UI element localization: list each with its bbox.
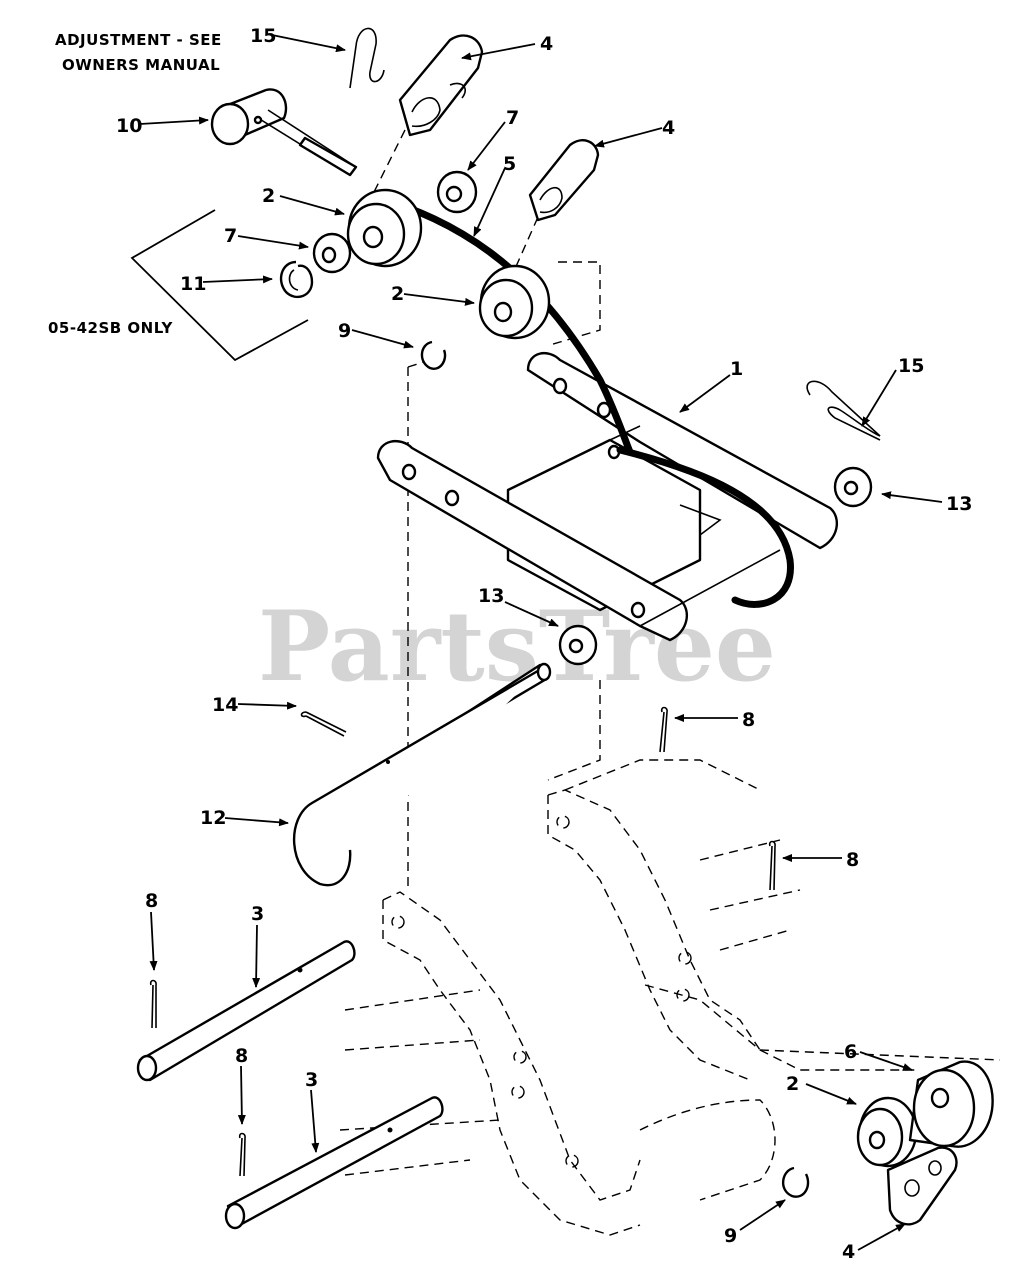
adjustment-knob [210, 88, 358, 177]
retaining-ring-11 [279, 260, 314, 299]
spacer-6 [908, 1060, 994, 1148]
pulley-upper [346, 188, 423, 268]
callout-8: 8 [235, 1045, 248, 1067]
adjustment-note-line1: ADJUSTMENT - SEE [55, 31, 222, 49]
hairpin-clip-upper [349, 27, 385, 89]
callout-8: 8 [846, 849, 859, 871]
belt [376, 194, 794, 608]
callout-14: 14 [212, 694, 238, 716]
cotter-pin-8-mid [659, 706, 668, 753]
pivot-pin-lower [224, 1096, 444, 1230]
callout-4: 4 [662, 117, 675, 139]
cotter-pin-14 [300, 711, 347, 737]
callout-9: 9 [338, 320, 351, 342]
cotter-pin-8-left-lower [238, 1132, 246, 1177]
hairpin-clip-right [806, 380, 881, 441]
pulley-bottom [856, 1096, 918, 1168]
callout-15: 15 [250, 25, 276, 47]
callout-7: 7 [224, 225, 237, 247]
callout-3: 3 [251, 903, 264, 925]
retaining-ring-9-upper [420, 340, 447, 370]
callout-15: 15 [898, 355, 924, 377]
idler-bracket [376, 351, 839, 642]
belt-guide-bottom [886, 1146, 958, 1226]
handle-rod [292, 662, 552, 887]
callout-13: 13 [478, 585, 504, 607]
washer-7-upper [436, 170, 478, 214]
callout-2: 2 [391, 283, 404, 305]
callout-10: 10 [116, 115, 142, 137]
callout-9: 9 [724, 1225, 737, 1247]
callout-4: 4 [540, 33, 553, 55]
retaining-ring-9-lower [782, 1166, 810, 1198]
callout-5: 5 [503, 153, 516, 175]
callout-leaders [139, 34, 943, 1251]
frame-outline-ghost [339, 129, 1001, 1236]
callout-12: 12 [200, 807, 226, 829]
model-only-note: 05-42SB ONLY [48, 319, 173, 337]
model-bracket [130, 209, 309, 362]
callout-7: 7 [506, 107, 519, 129]
callout-13: 13 [946, 493, 972, 515]
callout-2: 2 [786, 1073, 799, 1095]
pulley-lower [478, 264, 551, 340]
callout-11: 11 [180, 273, 206, 295]
washer-13-left [558, 624, 598, 666]
adjustment-note-line2: OWNERS MANUAL [62, 56, 220, 74]
belt-guide-upper [398, 34, 484, 137]
callout-4: 4 [842, 1241, 855, 1263]
callout-8: 8 [742, 709, 755, 731]
washer-7-lower [312, 232, 352, 274]
cotter-pin-8-left-upper [149, 979, 157, 1029]
callout-3: 3 [305, 1069, 318, 1091]
belt-guide-middle [528, 139, 600, 222]
callout-numbers: 15 4 10 7 4 5 2 7 11 2 9 1 15 13 13 14 8… [116, 25, 972, 1263]
pivot-pin-upper [136, 940, 356, 1082]
washer-13-right [833, 466, 873, 508]
callout-1: 1 [730, 358, 743, 380]
callout-8: 8 [145, 890, 158, 912]
cotter-pin-8-right [768, 840, 776, 891]
callout-6: 6 [844, 1041, 857, 1063]
callout-2: 2 [262, 185, 275, 207]
